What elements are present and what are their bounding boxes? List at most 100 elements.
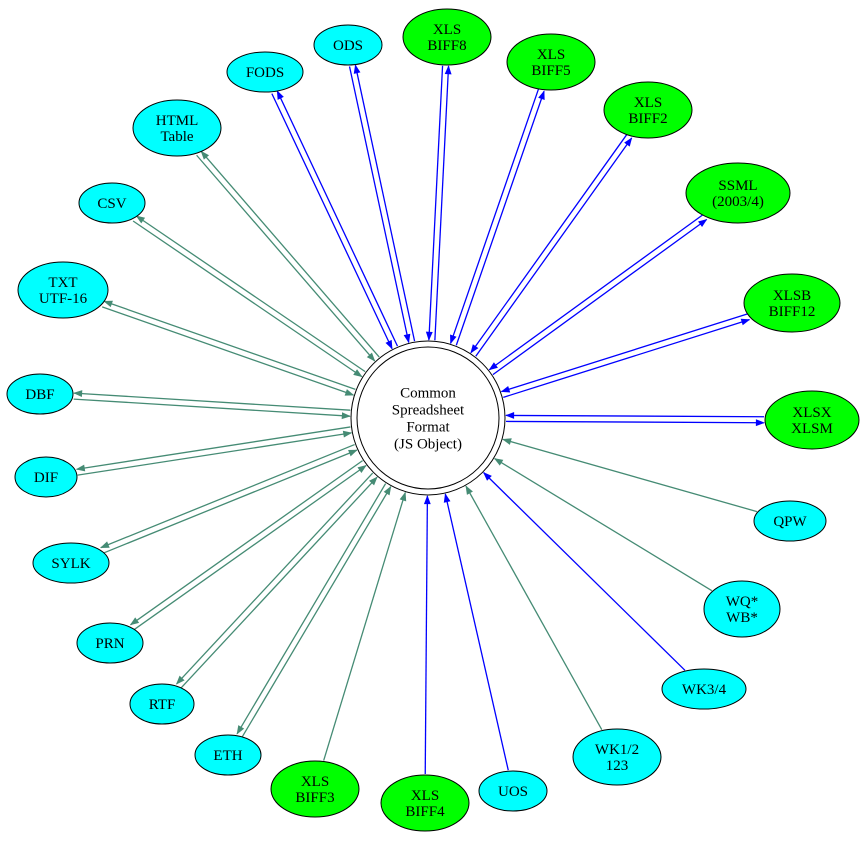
edge-wk12-123 <box>465 485 603 731</box>
node-xlsb-biff12-ellipse <box>743 273 841 333</box>
edge-xls-biff3 <box>323 491 407 761</box>
edge-dbf <box>73 390 351 420</box>
node-wq-wb-label: WQ*WB* <box>726 594 759 626</box>
node-dbf: DBF <box>6 373 74 415</box>
edge-dif <box>75 426 353 476</box>
node-dif-ellipse <box>14 456 78 498</box>
node-csv-ellipse <box>78 182 146 224</box>
edge-html-table <box>196 150 380 362</box>
edge-ods <box>348 64 416 344</box>
edge-qpw <box>502 438 758 513</box>
node-csv: CSV <box>78 182 146 224</box>
node-xls-biff4-ellipse <box>380 774 470 832</box>
edge-xls-biff5 <box>450 89 545 346</box>
node-wk34-ellipse <box>661 668 747 710</box>
node-eth-ellipse <box>194 734 262 776</box>
node-dif: DIF <box>14 456 78 498</box>
node-ods-ellipse <box>313 24 383 66</box>
node-qpw-ellipse <box>753 500 827 542</box>
node-wq-wb-ellipse <box>703 580 781 638</box>
node-xls-biff3-ellipse <box>270 760 360 818</box>
node-sylk: SYLK <box>32 542 110 584</box>
center-outer-circle <box>350 340 506 496</box>
edge-wk34 <box>483 472 686 671</box>
node-ssml: SSML(2003/4) <box>685 162 791 224</box>
node-xls-biff2-ellipse <box>603 81 693 139</box>
node-ssml-ellipse <box>685 162 791 224</box>
node-prn-ellipse <box>76 622 144 664</box>
edge-eth <box>236 483 392 738</box>
node-uos: UOS <box>478 770 548 812</box>
node-txt-utf16-ellipse <box>17 261 109 319</box>
edge-csv <box>132 215 366 378</box>
edge-xls-biff4 <box>423 495 431 775</box>
node-qpw-label: QPW <box>773 514 807 530</box>
node-dbf-ellipse <box>6 373 74 415</box>
edge-fods <box>271 90 399 350</box>
edges <box>73 64 765 775</box>
node-sylk-ellipse <box>32 542 110 584</box>
node-rtf-ellipse <box>129 683 195 725</box>
center-inner-circle <box>356 346 500 490</box>
node-uos-ellipse <box>478 770 548 812</box>
node-sylk-label: SYLK <box>51 556 90 572</box>
node-ods-label: ODS <box>333 38 363 54</box>
node-dbf-label: DBF <box>25 387 54 403</box>
node-ssml-label: SSML(2003/4) <box>712 178 764 210</box>
node-rtf: RTF <box>129 683 195 725</box>
node-qpw: QPW <box>753 500 827 542</box>
edge-ssml <box>488 214 708 376</box>
node-wk34-label: WK3/4 <box>682 682 727 698</box>
node-wk12-123-ellipse <box>572 728 662 786</box>
edge-xlsb-biff12 <box>500 313 751 398</box>
edge-xls-biff8 <box>425 65 452 341</box>
node-eth-label: ETH <box>213 748 242 764</box>
edge-rtf <box>175 472 378 689</box>
node-wq-wb: WQ*WB* <box>703 580 781 638</box>
node-uos-label: UOS <box>498 784 528 800</box>
node-prn-label: PRN <box>95 636 124 652</box>
node-xls-biff8-ellipse <box>402 8 492 66</box>
node-ods: ODS <box>313 24 383 66</box>
edge-uos <box>443 493 509 771</box>
node-fods-ellipse <box>226 51 304 93</box>
node-html-table-ellipse <box>132 99 222 157</box>
node-fods: FODS <box>226 51 304 93</box>
edge-wq-wb <box>493 457 713 592</box>
node-xls-biff5-ellipse <box>506 33 596 91</box>
edge-txt-utf16 <box>101 300 356 396</box>
node-prn: PRN <box>76 622 144 664</box>
node-wk34: WK3/4 <box>661 668 747 710</box>
edge-prn <box>129 460 367 631</box>
node-fods-label: FODS <box>246 65 284 81</box>
node-eth: ETH <box>194 734 262 776</box>
edge-sylk <box>100 443 358 554</box>
node-rtf-label: RTF <box>149 697 176 713</box>
node-xlsx-xlsm-ellipse <box>764 390 860 450</box>
edge-xls-biff2 <box>470 134 633 357</box>
